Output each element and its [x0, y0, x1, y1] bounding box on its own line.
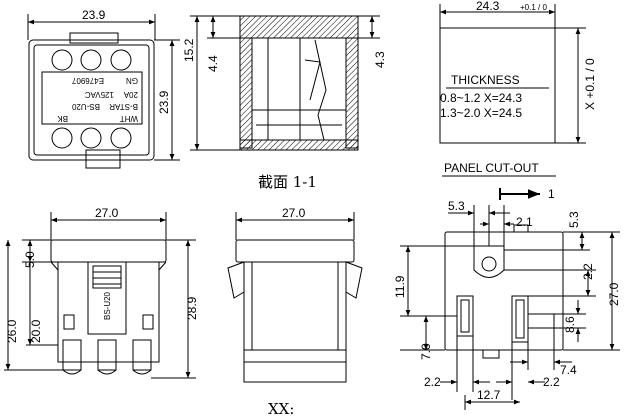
dim-section-outer: 15.2 [182, 38, 196, 62]
thickness-row-2: 1.3~2.0 X=24.5 [440, 106, 522, 120]
front-dim-26: 26.0 [5, 319, 19, 343]
side-width: 27.0 [282, 206, 306, 220]
cutout-width: 24.3 [476, 0, 500, 13]
front-view: 27.0 BS-U20 5.0 26.0 20.0 28.9 [4, 206, 199, 379]
svg-text:B-STAR: B-STAR [109, 102, 138, 111]
bottom-dim-86: 8.6 [563, 316, 577, 333]
thickness-row-1: 0.8~1.2 X=24.3 [440, 91, 522, 105]
bottom-dim-53-right: 5.3 [567, 211, 581, 228]
bottom-dim-21: 2.1 [516, 215, 533, 229]
panel-cutout-view: 24.3 +0.1 / 0 X +0.1 / 0 THICKNESS 0.8~1… [439, 0, 597, 177]
svg-text:20A: 20A [123, 90, 138, 99]
bottom-dim-74: 7.4 [560, 363, 577, 377]
cutout-width-tol: +0.1 / 0 [520, 3, 547, 12]
svg-text:BS-U20: BS-U20 [71, 102, 100, 111]
side-view: 27.0 [227, 206, 363, 383]
front-dim-5: 5.0 [23, 251, 37, 268]
bottom-dim-127: 12.7 [477, 388, 501, 402]
dim-section-right: 4.3 [373, 51, 387, 68]
cutout-caption: PANEL CUT-OUT [444, 161, 539, 175]
bottom-dim-22-left: 2.2 [424, 375, 441, 389]
bottom-dim-270: 27.0 [607, 282, 621, 306]
section-mark: 1 [548, 187, 555, 201]
bottom-dim-119: 11.9 [393, 275, 407, 298]
section-view: 15.2 4.4 4.3 截面 1-1 [182, 15, 387, 191]
xx-label: XX: [268, 400, 294, 418]
dim-height: 23.9 [157, 90, 171, 114]
svg-text:WHT: WHT [120, 114, 138, 123]
svg-text:125VAC: 125VAC [85, 90, 114, 99]
svg-text:BK: BK [57, 114, 68, 123]
rating-label: WHT BK B-STAR BS-U20 20A 125VAC GN E4769… [57, 76, 138, 123]
cutout-height-tol: X +0.1 / 0 [583, 58, 597, 110]
front-width: 27.0 [95, 206, 119, 220]
top-view: 23.9 WHT BK B-STAR BS-U20 20A 125VAC GN … [27, 8, 180, 169]
front-dim-289: 28.9 [185, 296, 199, 320]
front-body-text: BS-U20 [103, 291, 112, 320]
front-dim-20: 20.0 [29, 319, 43, 343]
dim-width: 23.9 [82, 8, 106, 22]
bottom-dim-70: 7.0 [419, 343, 433, 360]
bottom-dim-22-bottom: 2.2 [543, 375, 560, 389]
svg-text:E476907: E476907 [71, 76, 104, 85]
dim-section-left: 4.4 [206, 55, 220, 72]
bottom-view: 1 5.3 2.1 27.0 5.3 2.2 8.6 11.9 7.0 [393, 187, 621, 410]
bottom-dim-22-right: 2.2 [581, 263, 595, 280]
section-caption: 截面 1-1 [258, 173, 317, 191]
svg-text:GN: GN [126, 76, 138, 85]
thickness-title: THICKNESS [451, 73, 520, 87]
bottom-dim-53-top: 5.3 [448, 199, 465, 213]
